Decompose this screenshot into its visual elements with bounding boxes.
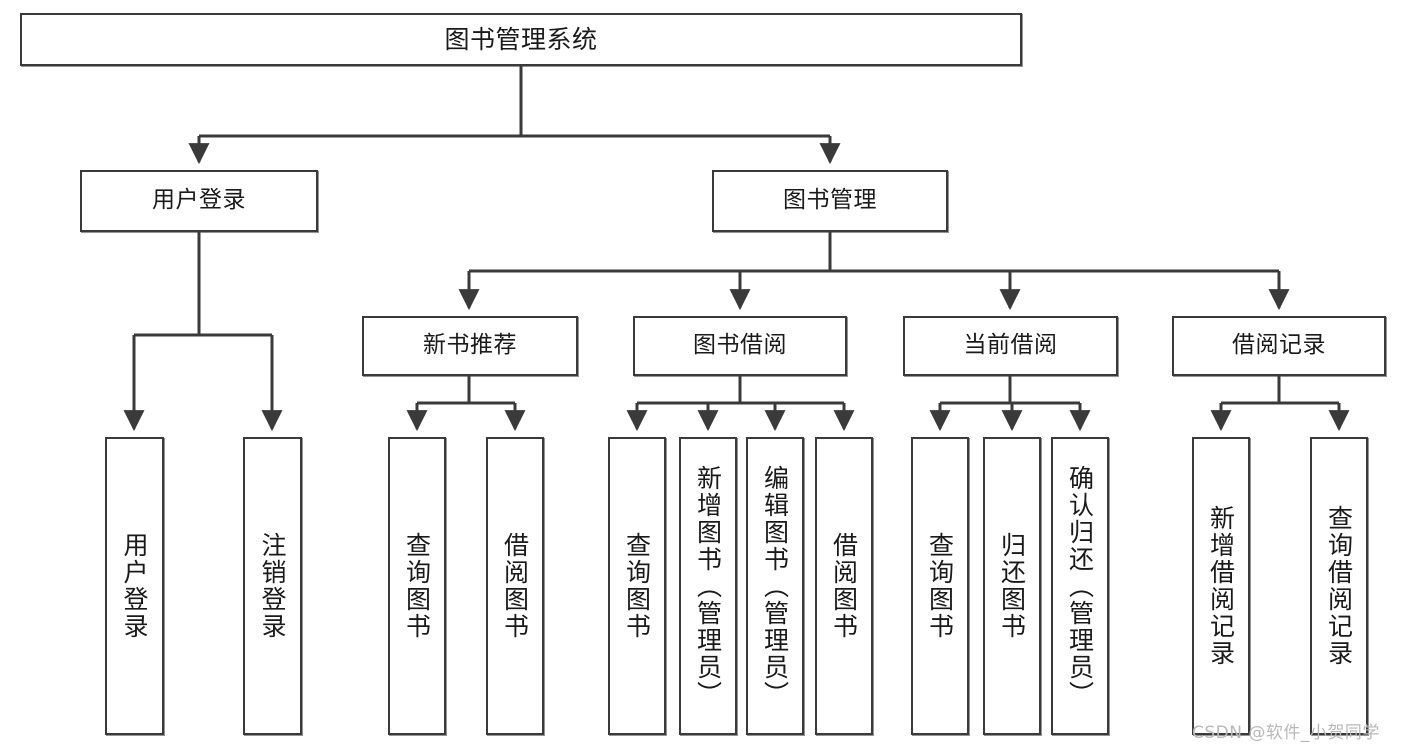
node-leaf-borrow-book-2[interactable]: 借阅图书 (815, 437, 873, 735)
node-leaf-add-borrow-record[interactable]: 新增借阅记录 (1192, 437, 1250, 735)
node-leaf-logout-login-label: 注销登录 (258, 532, 287, 640)
node-leaf-query-borrow-record[interactable]: 查询借阅记录 (1310, 437, 1368, 735)
node-current-borrow[interactable]: 当前借阅 (903, 316, 1118, 376)
node-leaf-query-book-3-label: 查询图书 (925, 532, 955, 640)
node-leaf-user-login-label: 用户登录 (120, 532, 149, 640)
node-leaf-return-book-label: 归还图书 (997, 532, 1027, 640)
node-leaf-borrow-book-1-label: 借阅图书 (500, 532, 530, 640)
node-book-manage[interactable]: 图书管理 (712, 170, 948, 232)
node-leaf-add-book-admin-label: 新增图书（管理员） (693, 464, 723, 708)
node-leaf-borrow-book-1[interactable]: 借阅图书 (486, 437, 544, 735)
node-leaf-edit-book-admin-label: 编辑图书（管理员） (760, 464, 790, 708)
node-leaf-return-book[interactable]: 归还图书 (983, 437, 1041, 735)
node-leaf-query-book-3[interactable]: 查询图书 (911, 437, 969, 735)
node-leaf-add-borrow-record-label: 新增借阅记录 (1206, 505, 1236, 667)
node-leaf-query-book-2-label: 查询图书 (622, 532, 652, 640)
node-leaf-query-book-1-label: 查询图书 (402, 532, 432, 640)
node-borrow-record-label: 借阅记录 (1232, 332, 1326, 359)
node-user-login[interactable]: 用户登录 (80, 170, 318, 232)
node-user-login-label: 用户登录 (152, 187, 246, 214)
node-leaf-borrow-book-2-label: 借阅图书 (829, 532, 859, 640)
node-leaf-confirm-return-admin[interactable]: 确认归还（管理员） (1051, 437, 1109, 735)
node-root-label: 图书管理系统 (444, 24, 598, 54)
node-root[interactable]: 图书管理系统 (20, 13, 1022, 66)
node-leaf-query-borrow-record-label: 查询借阅记录 (1324, 505, 1354, 667)
node-new-book-recommend[interactable]: 新书推荐 (362, 316, 578, 376)
node-book-borrow-label: 图书借阅 (693, 332, 787, 359)
node-borrow-record[interactable]: 借阅记录 (1172, 316, 1386, 376)
node-book-borrow[interactable]: 图书借阅 (633, 316, 847, 376)
node-leaf-confirm-return-admin-label: 确认归还（管理员） (1065, 464, 1095, 708)
node-leaf-query-book-2[interactable]: 查询图书 (608, 437, 666, 735)
node-leaf-logout-login[interactable]: 注销登录 (243, 437, 302, 735)
node-book-manage-label: 图书管理 (783, 187, 877, 214)
node-current-borrow-label: 当前借阅 (963, 332, 1058, 359)
node-leaf-edit-book-admin[interactable]: 编辑图书（管理员） (746, 437, 804, 735)
node-new-book-recommend-label: 新书推荐 (423, 332, 517, 359)
node-leaf-query-book-1[interactable]: 查询图书 (388, 437, 446, 735)
node-leaf-user-login[interactable]: 用户登录 (105, 437, 164, 735)
csdn-watermark: CSDN @软件_小贺同学 (1192, 723, 1380, 743)
node-leaf-add-book-admin[interactable]: 新增图书（管理员） (679, 437, 737, 735)
